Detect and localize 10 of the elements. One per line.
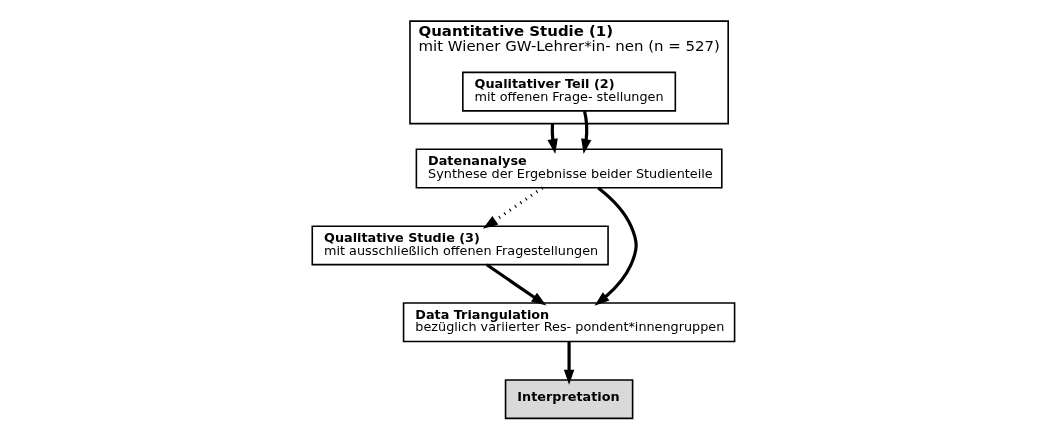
node-box: Data Triangulation bezüglich variierter Res- pondent*innengruppen [402,302,735,343]
arrow [482,186,543,229]
node-box: Qualitative Studie (3) mit ausschließlich offenen Fragestellungen [310,225,609,266]
arrow [594,186,638,306]
node-box: Qualitativer Teil (2) mit offenen Frage- stellungen [461,71,676,112]
node-box: Interpretation [504,379,633,420]
arrow [563,341,574,385]
arrow [485,263,546,306]
node-box: Datenanalyse Synthese der Ergebnisse beider Studienteile [415,148,723,189]
arrow [580,110,591,154]
